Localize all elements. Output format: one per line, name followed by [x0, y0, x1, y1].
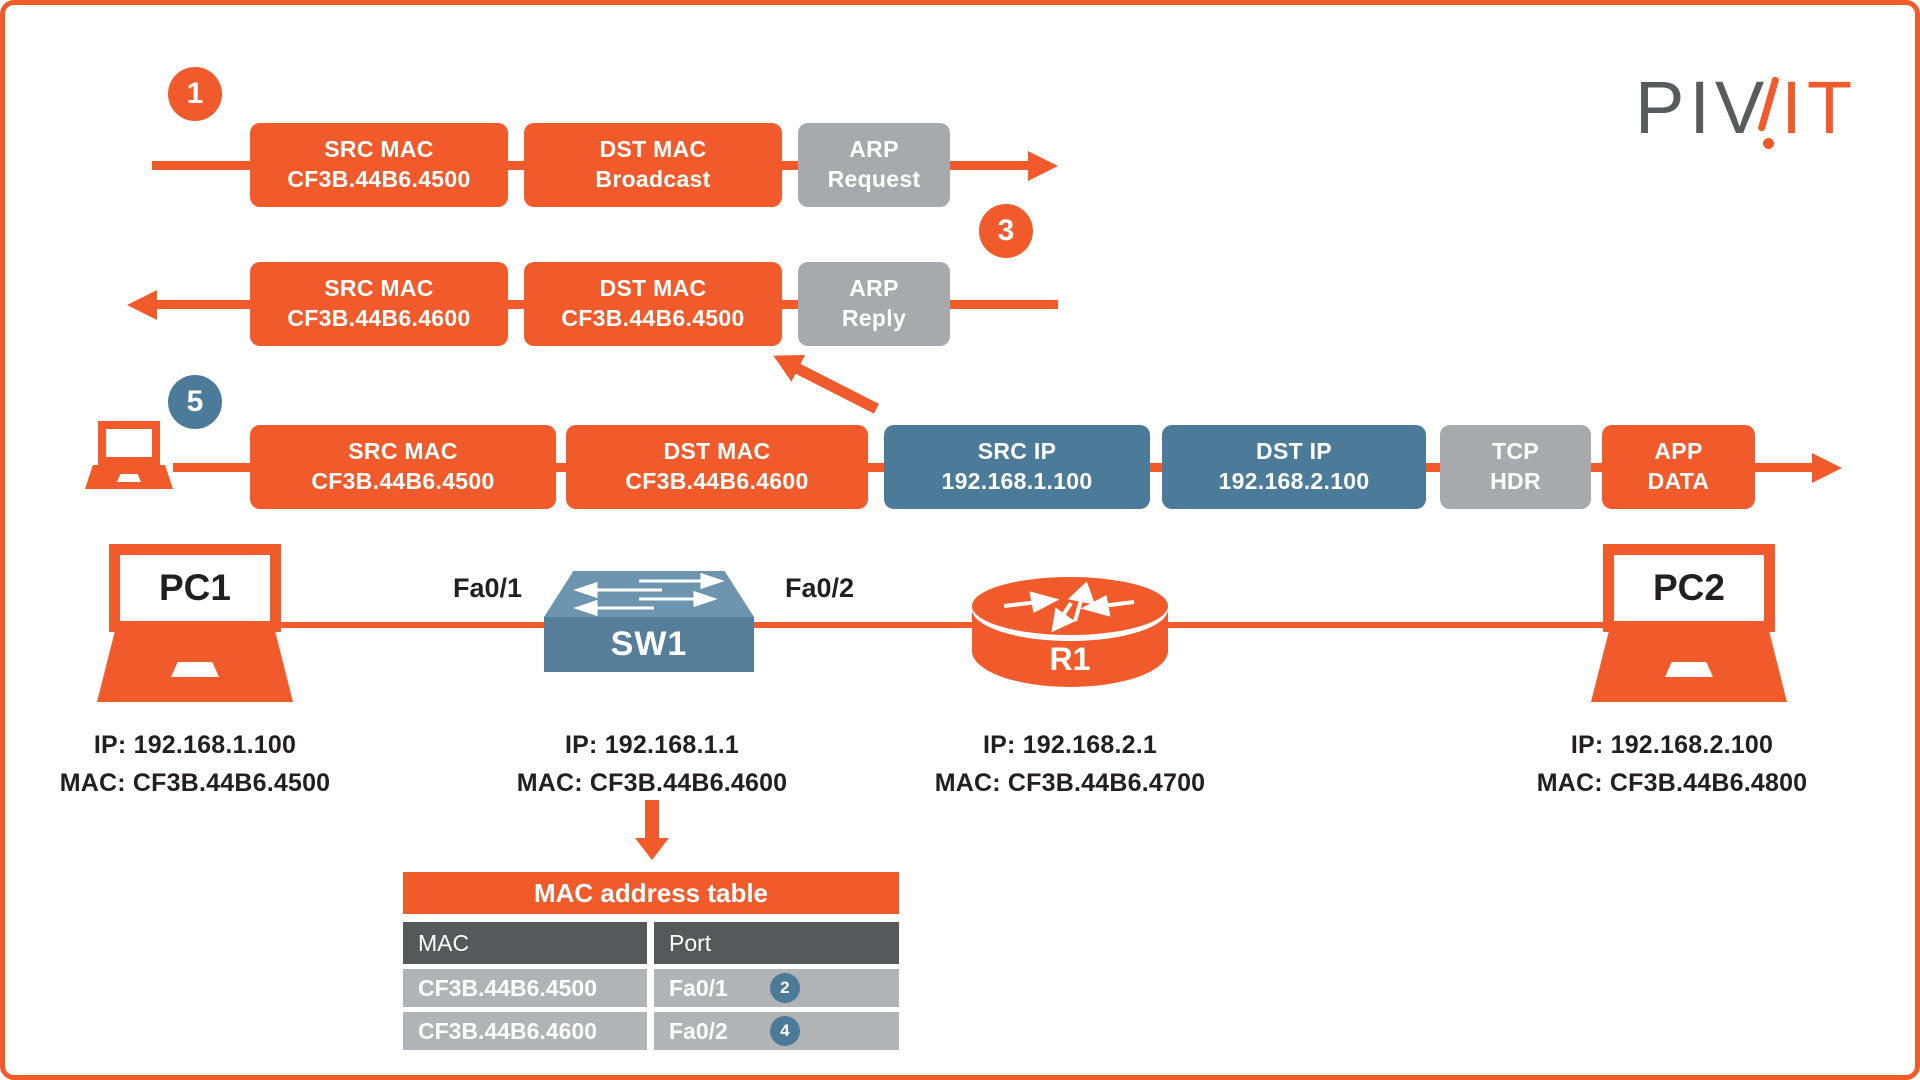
packet-box-line: CF3B.44B6.4600	[625, 468, 809, 494]
sender-laptop-icon	[85, 421, 173, 489]
mac-table-row2-port-value: Fa0/2	[669, 1017, 728, 1044]
packet-box-line: Broadcast	[595, 166, 711, 192]
packet-box-line: TCP	[1492, 438, 1539, 465]
r1-device: R1	[972, 577, 1168, 687]
flow3-arrow-left-icon	[127, 290, 157, 320]
step-3-badge: 3	[979, 204, 1033, 258]
flow5-src-ip-box: SRC IP 192.168.1.100	[884, 425, 1150, 509]
packet-box-line: CF3B.44B6.4600	[287, 305, 471, 331]
flow1-src-mac-box: SRC MAC CF3B.44B6.4500	[250, 123, 508, 207]
pc2-screen: PC2	[1603, 544, 1775, 632]
packet-box-line: DST MAC	[599, 136, 707, 163]
packet-box-line: DST MAC	[663, 438, 771, 465]
pivit-logo: PIV IT	[1635, 66, 1858, 149]
pc1-label: PC1	[159, 567, 231, 608]
flow5-arrow-right-icon	[1812, 453, 1842, 483]
flow5-dst-mac-box: DST MAC CF3B.44B6.4600	[566, 425, 868, 509]
mac-table-arrowhead-icon	[635, 838, 669, 860]
reply-to-frame-arrow-icon	[766, 342, 884, 421]
packet-box-line: DATA	[1647, 468, 1710, 494]
pc1-mac-label: MAC: CF3B.44B6.4500	[59, 769, 331, 797]
topology-link-line	[255, 622, 1645, 628]
logo-slash-icon	[1757, 76, 1780, 132]
pc1-ip-label: IP: 192.168.1.100	[93, 731, 297, 759]
packet-box-line: Reply	[841, 305, 907, 331]
logo-gray-text: PIV	[1635, 66, 1770, 149]
mac-table-header-mac: MAC	[403, 922, 647, 964]
step-4-badge: 4	[769, 1016, 800, 1046]
logo-orange-text: IT	[1781, 66, 1858, 149]
packet-box-line: DST IP	[1256, 438, 1332, 465]
packet-box-line: SRC MAC	[324, 136, 434, 163]
sw1-port-fa01-label: Fa0/1	[453, 573, 523, 603]
router-arrows-icon	[1003, 581, 1135, 633]
packet-box-line: APP	[1654, 438, 1703, 465]
packet-box-line: SRC MAC	[348, 438, 458, 465]
packet-box-line: DST MAC	[599, 275, 707, 302]
r1-ip-label: IP: 192.168.2.1	[983, 731, 1157, 759]
r1-mac-label: MAC: CF3B.44B6.4700	[934, 769, 1206, 797]
step-1-badge: 1	[168, 67, 222, 121]
pc1-screen: PC1	[109, 544, 281, 632]
mac-table-row2-port: Fa0/2 4	[654, 1012, 899, 1050]
step-2-badge: 2	[769, 973, 800, 1003]
mac-table-row2-mac: CF3B.44B6.4600	[403, 1012, 647, 1050]
pc2-device: PC2	[1591, 544, 1787, 702]
logo-dot-icon	[1763, 138, 1775, 149]
sw1-mac-label: MAC: CF3B.44B6.4600	[516, 769, 788, 797]
flow3-dst-mac-box: DST MAC CF3B.44B6.4500	[524, 262, 782, 346]
pc2-base	[1591, 632, 1787, 702]
step-5-badge: 5	[168, 375, 222, 429]
switch-icon	[544, 571, 754, 617]
flow1-dst-mac-box: DST MAC Broadcast	[524, 123, 782, 207]
pc2-mac-label: MAC: CF3B.44B6.4800	[1536, 769, 1808, 797]
mac-table-arrow-icon	[645, 800, 659, 838]
mac-table-row1-port: Fa0/1 2	[654, 969, 899, 1007]
packet-box-line: ARP	[849, 136, 899, 163]
flow3-src-mac-box: SRC MAC CF3B.44B6.4600	[250, 262, 508, 346]
pc1-device: PC1	[97, 544, 293, 702]
packet-box-line: ARP	[849, 275, 899, 302]
mac-table-row1-port-value: Fa0/1	[669, 974, 728, 1001]
packet-box-line: SRC MAC	[324, 275, 434, 302]
mac-table-header-port: Port	[654, 922, 899, 964]
packet-box-line: Request	[827, 166, 921, 192]
flow1-arrow-right-icon	[1028, 151, 1058, 181]
flow5-src-mac-box: SRC MAC CF3B.44B6.4500	[250, 425, 556, 509]
flow5-tcp-hdr-box: TCP HDR	[1440, 425, 1591, 509]
mac-table-title: MAC address table	[403, 872, 899, 914]
logo-exclamation-icon	[1757, 71, 1780, 149]
packet-box-line: CF3B.44B6.4500	[561, 305, 745, 331]
packet-box-line: CF3B.44B6.4500	[311, 468, 495, 494]
packet-box-line: CF3B.44B6.4500	[287, 166, 471, 192]
pc2-ip-label: IP: 192.168.2.100	[1570, 731, 1774, 759]
packet-box-line: HDR	[1490, 468, 1541, 494]
flow3-arp-reply-box: ARP Reply	[798, 262, 950, 346]
packet-box-line: 192.168.2.100	[1218, 468, 1370, 494]
sw1-ip-label: IP: 192.168.1.1	[565, 731, 739, 759]
pc2-label: PC2	[1653, 567, 1725, 608]
flow5-dst-ip-box: DST IP 192.168.2.100	[1162, 425, 1426, 509]
sw1-port-fa02-label: Fa0/2	[785, 573, 855, 603]
mac-table-row1-mac: CF3B.44B6.4500	[403, 969, 647, 1007]
packet-box-line: SRC IP	[977, 438, 1057, 465]
r1-label: R1	[1049, 641, 1091, 677]
packet-box-line: 192.168.1.100	[941, 468, 1093, 494]
switch-arrows-icon	[573, 572, 725, 617]
sw1-label: SW1	[544, 617, 754, 672]
sw1-device: SW1	[544, 571, 754, 672]
flow5-app-data-box: APP DATA	[1602, 425, 1755, 509]
flow1-arp-request-box: ARP Request	[798, 123, 950, 207]
pc1-base	[97, 632, 293, 702]
